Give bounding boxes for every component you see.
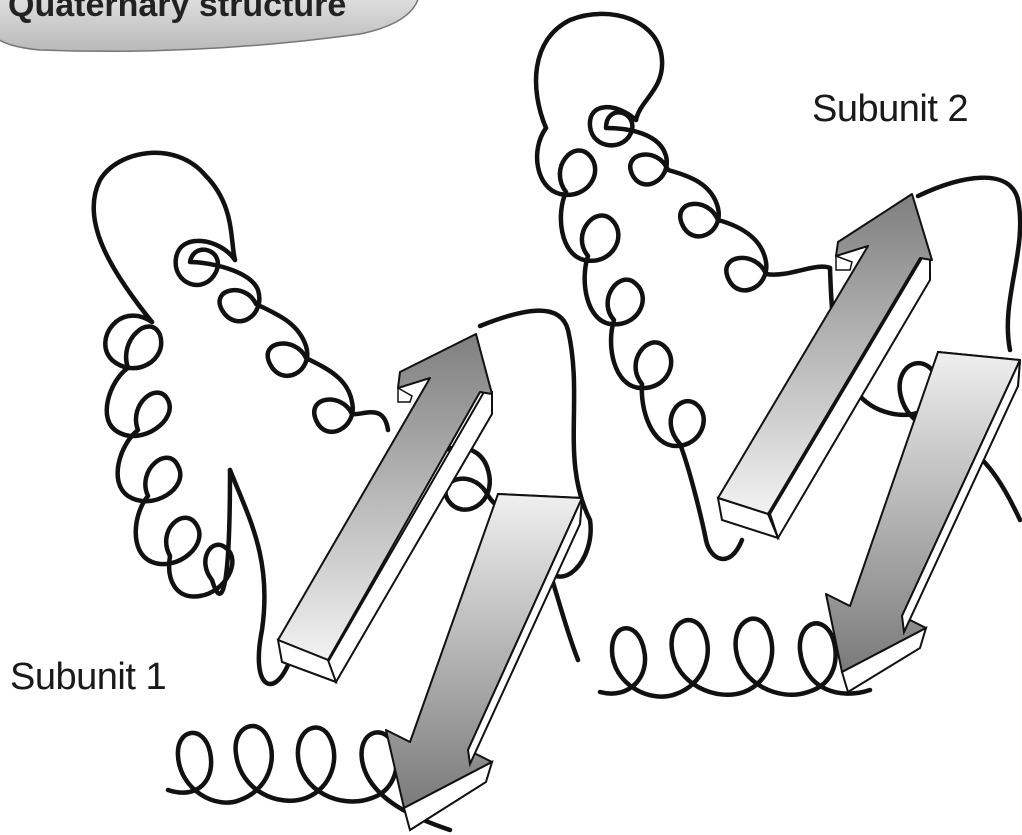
subunit-2-helix-bottom (600, 619, 870, 697)
subunit-2-helix-diagonal (590, 107, 830, 290)
subunit-2-loop-lower (706, 540, 742, 559)
subunit-2-label: Subunit 2 (812, 88, 968, 131)
subunit-1-label: Subunit 1 (10, 656, 166, 699)
subunit-1 (94, 153, 591, 830)
subunit-2-loop-right (918, 178, 1020, 350)
subunit-1-helix-diagonal (176, 241, 388, 432)
banner-title: Quaternary structure (8, 0, 346, 25)
subunit-2-helix-left (537, 128, 706, 540)
subunit-1-helix-left (105, 316, 232, 597)
subunit-1-loop-upper (94, 153, 235, 322)
